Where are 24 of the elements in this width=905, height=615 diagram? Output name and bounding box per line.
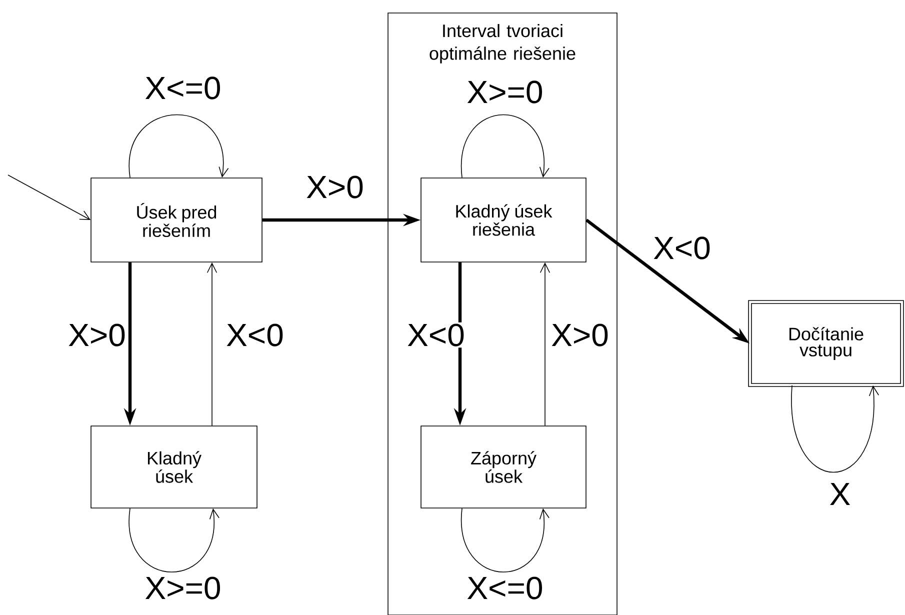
state-box: Kladný úsek riešenia (420, 178, 586, 262)
edge-label: X<=0 (465, 575, 545, 601)
edge-label: X>0 (550, 322, 610, 348)
self-loop-arrow (129, 114, 229, 178)
state-box: Kladný úsek (90, 426, 258, 508)
edge-label: X>0 (304, 174, 366, 200)
edge-label: X<0 (406, 322, 466, 348)
edge-label: X<=0 (143, 75, 223, 101)
self-loop-arrow (128, 508, 220, 572)
edge-label: X (828, 482, 852, 506)
edge-label: X>=0 (143, 575, 223, 601)
edge-label: X>=0 (465, 79, 545, 105)
arrow (8, 174, 91, 220)
edge-label: X<0 (224, 322, 286, 348)
state-box: Záporný úsek (420, 426, 586, 508)
self-loop-arrow (461, 114, 550, 178)
state-box: Úsek pred riešením (90, 178, 262, 262)
edge-label: X<0 (652, 235, 712, 261)
self-loop-arrow (461, 508, 550, 572)
edge-label: X>0 (66, 322, 128, 348)
arrow (206, 262, 218, 426)
self-loop-arrow (792, 385, 880, 473)
state-box: Dočítanie vstupu (748, 300, 904, 387)
arrow (540, 262, 550, 426)
